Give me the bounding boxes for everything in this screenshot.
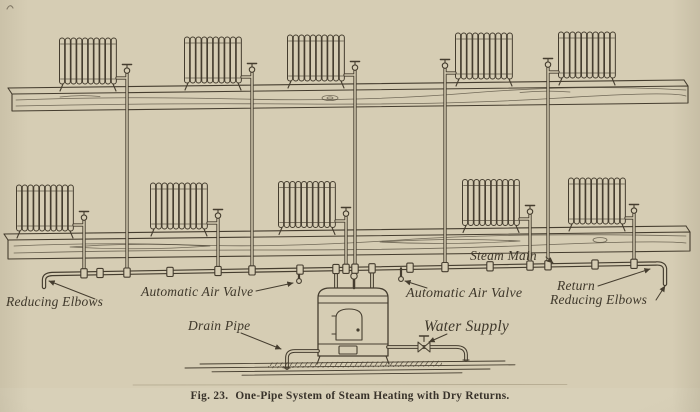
pointer-reducing-elbows-right [655,285,666,301]
ink-smudge [6,5,14,10]
pointer-water-supply [428,333,448,343]
ground-hatching [184,360,516,376]
label-reducing-elbows-left: Reducing Elbows [5,294,103,309]
label-water-supply: Water Supply [424,318,509,335]
riser-pipes [72,66,636,275]
boiler-door [335,308,363,341]
label-automatic-air-valve-left: Automatic Air Valve [140,284,253,299]
labels: Reducing Elbows Automatic Air Valve Drai… [5,248,666,350]
caption-title: One-Pipe System of Steam Heating with Dr… [235,390,509,402]
pointer-reducing-elbows-left [48,280,96,300]
caption-rule [132,384,568,386]
ash-door [338,345,358,355]
pointer-drain-pipe [240,332,282,350]
caption-figure-number: Fig. 23. [190,390,228,402]
supply-valve-icon [417,341,431,353]
water-supply-pipe [386,335,470,362]
figure-caption: Fig. 23. One-Pipe System of Steam Heating… [190,390,509,402]
label-automatic-air-valve-right: Automatic Air Valve [405,286,522,301]
pointer-return [597,268,651,287]
label-steam-main: Steam Main [470,248,537,263]
air-valve-icon [296,278,302,284]
label-reducing-elbows-right: Reducing Elbows [549,292,647,307]
label-drain-pipe: Drain Pipe [187,318,250,333]
pointer-air-valve-right [404,280,428,289]
pointer-air-valve-left [255,281,294,292]
caption-strip [0,388,700,412]
label-return: Return [556,278,595,293]
boiler [316,266,390,365]
air-valve-icon [398,276,404,282]
lower-floor-beam [3,225,691,260]
pointer-steam-main [545,256,554,264]
